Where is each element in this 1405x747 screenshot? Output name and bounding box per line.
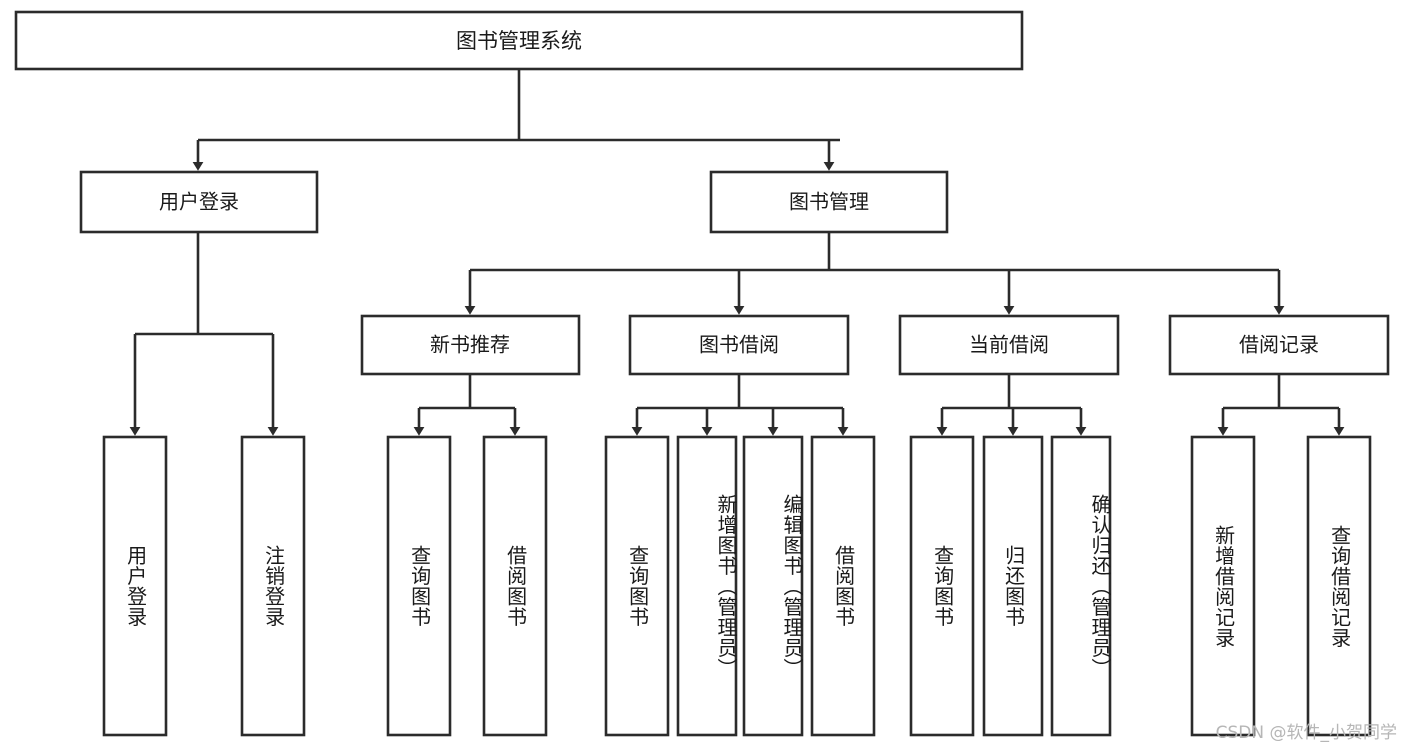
- node-user-logout-box[interactable]: [240, 435, 306, 737]
- node-new-book-recommend-label: 新书推荐: [430, 333, 510, 357]
- node-record-query-box[interactable]: [1306, 435, 1372, 737]
- node-current-borrow-label: 当前借阅: [969, 333, 1049, 357]
- nodes-layer: 图书管理系统 用户登录 图书管理 新书推荐 图书借阅: [14, 10, 1390, 737]
- node-new-book-recommend-box[interactable]: [360, 314, 581, 376]
- node-book-borrow-label: 图书借阅: [699, 333, 779, 357]
- node-book-management-box[interactable]: [709, 170, 949, 234]
- node-current-borrow-box[interactable]: [898, 314, 1120, 376]
- node-borrow-edit-book-box[interactable]: [742, 435, 804, 737]
- node-new-book-recommend[interactable]: 新书推荐: [360, 314, 581, 376]
- node-borrow-borrow-book-box[interactable]: [810, 435, 876, 737]
- node-record-add-box[interactable]: [1190, 435, 1256, 737]
- node-root-label: 图书管理系统: [456, 29, 582, 53]
- node-borrow-records[interactable]: 借阅记录: [1168, 314, 1390, 376]
- node-current-borrow[interactable]: 当前借阅: [898, 314, 1120, 376]
- node-user-login-do-box[interactable]: [102, 435, 168, 737]
- node-root-box[interactable]: [14, 10, 1024, 71]
- edges-layer: [129, 69, 1345, 436]
- node-book-borrow[interactable]: 图书借阅: [628, 314, 850, 376]
- node-current-confirm-return-box[interactable]: [1050, 435, 1112, 737]
- node-recommend-query-book-box[interactable]: [386, 435, 452, 737]
- node-book-management[interactable]: 图书管理: [709, 170, 949, 234]
- node-user-login[interactable]: 用户登录: [79, 170, 319, 234]
- node-borrow-records-box[interactable]: [1168, 314, 1390, 376]
- node-root[interactable]: 图书管理系统: [14, 10, 1024, 71]
- node-user-login-label: 用户登录: [159, 190, 239, 214]
- node-borrow-add-book-box[interactable]: [676, 435, 738, 737]
- node-book-borrow-box[interactable]: [628, 314, 850, 376]
- node-book-management-label: 图书管理: [789, 190, 869, 214]
- node-borrow-query-book-box[interactable]: [604, 435, 670, 737]
- node-current-query-book-box[interactable]: [909, 435, 975, 737]
- node-recommend-borrow-book-box[interactable]: [482, 435, 548, 737]
- node-borrow-records-label: 借阅记录: [1239, 333, 1319, 357]
- node-current-return-book-box[interactable]: [982, 435, 1044, 737]
- node-user-login-box[interactable]: [79, 170, 319, 234]
